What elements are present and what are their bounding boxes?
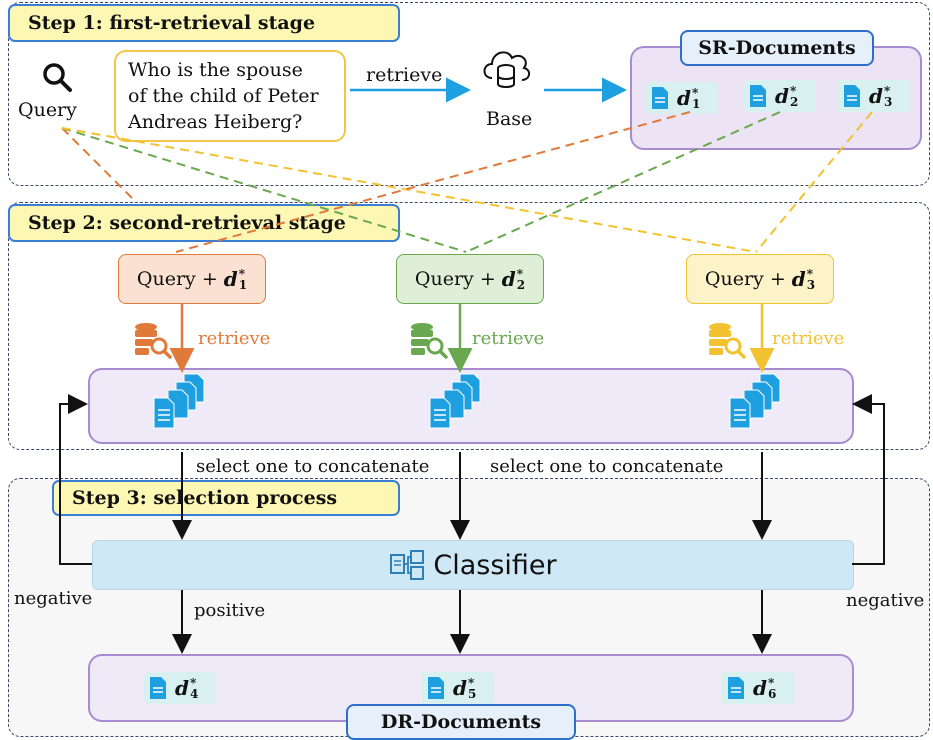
classifier-label: Classifier xyxy=(433,549,557,581)
dr-doc-1-var: d*4 xyxy=(175,675,199,702)
classifier-box: Classifier xyxy=(92,540,854,590)
negative-label-left: negative xyxy=(14,588,93,609)
retrieve-label-green: retrieve xyxy=(472,328,545,349)
select-label-right: select one to concatenate xyxy=(490,456,724,477)
document-icon xyxy=(750,85,766,107)
document-stack-icon xyxy=(429,373,481,429)
stage2-banner: Step 2: second-retrieval stage xyxy=(8,204,400,242)
arrow-negative-right xyxy=(852,394,885,565)
dr-doc-2: d*5 xyxy=(422,672,494,704)
sr-doc-2-var: d*2 xyxy=(775,83,799,110)
sr-documents-title: SR-Documents xyxy=(680,30,874,66)
stage3-banner: Step 3: selection process xyxy=(52,480,400,516)
base-label: Base xyxy=(486,108,533,130)
second-query-2: Query + d*2 xyxy=(396,254,544,304)
second-query-3: Query + d*3 xyxy=(686,254,834,304)
retrieve-label-orange: retrieve xyxy=(198,328,271,349)
document-icon xyxy=(150,677,166,699)
dash-query-q3 xyxy=(61,127,757,253)
question-line-2: of the child of Peter xyxy=(128,85,319,107)
stage1-title: Step 1: first-retrieval stage xyxy=(28,12,316,34)
sr-doc-3: d*3 xyxy=(838,80,910,112)
sr-doc-1: d*1 xyxy=(646,82,718,114)
sr-doc-2: d*2 xyxy=(744,80,816,112)
stage3-title: Step 3: selection process xyxy=(72,487,338,509)
classifier-icon xyxy=(390,550,425,580)
document-icon xyxy=(728,677,744,699)
question-line-1: Who is the spouse xyxy=(128,59,303,81)
database-search-icon xyxy=(411,323,448,359)
search-icon xyxy=(43,63,72,92)
dash-doc3-q3 xyxy=(755,111,873,253)
stage1-banner: Step 1: first-retrieval stage xyxy=(8,4,400,42)
sr-doc-1-var: d*1 xyxy=(677,85,701,112)
select-label-left: select one to concatenate xyxy=(196,456,430,477)
document-stack-icon xyxy=(153,373,205,429)
arrow-negative-left xyxy=(59,394,92,565)
second-query-1: Query + d*1 xyxy=(118,254,266,304)
dash-doc1-q1 xyxy=(175,111,691,253)
cloud-database-icon xyxy=(483,51,530,88)
negative-label-right: negative xyxy=(846,590,925,611)
dr-doc-3-var: d*6 xyxy=(753,675,777,702)
dr-doc-2-var: d*5 xyxy=(453,675,477,702)
dr-doc-1: d*4 xyxy=(144,672,216,704)
dash-query-q1 xyxy=(61,127,137,203)
question-box: Who is the spouse of the child of Peter … xyxy=(114,50,346,142)
dash-query-q2 xyxy=(61,127,467,253)
document-icon xyxy=(652,87,668,109)
retrieve-label-top: retrieve xyxy=(366,64,443,86)
stage1-frame xyxy=(8,2,930,186)
positive-label: positive xyxy=(194,600,266,621)
stage2-title: Step 2: second-retrieval stage xyxy=(28,212,346,234)
database-search-icon xyxy=(135,323,172,359)
dash-doc2-q2 xyxy=(465,111,781,253)
document-icon xyxy=(844,85,860,107)
sr-doc-3-var: d*3 xyxy=(869,83,893,110)
retrieve-label-yellow: retrieve xyxy=(772,328,845,349)
dr-doc-3: d*6 xyxy=(722,672,794,704)
question-line-3: Andreas Heiberg? xyxy=(128,111,303,133)
stage2-frame xyxy=(8,202,930,450)
document-stack-icon xyxy=(729,373,781,429)
database-search-icon xyxy=(709,323,746,359)
query-label: Query xyxy=(18,99,77,121)
document-icon xyxy=(428,677,444,699)
